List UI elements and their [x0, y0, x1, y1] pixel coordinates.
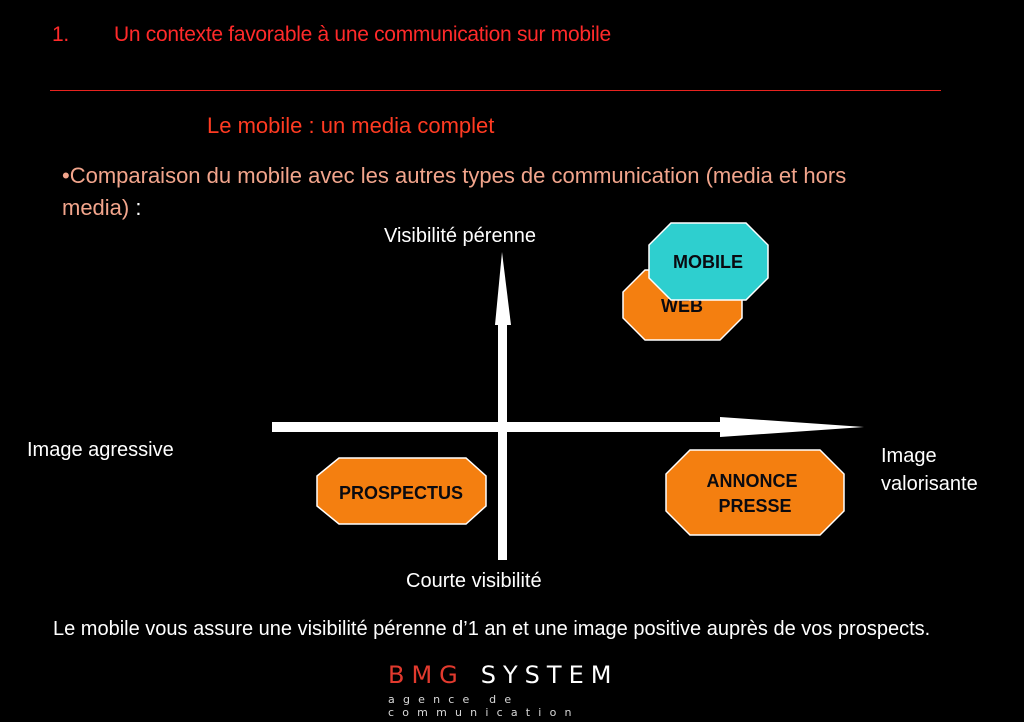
horizontal-axis-arrowhead [720, 417, 864, 437]
node-mobile-label: MOBILE [673, 252, 743, 272]
slide-subtitle: Le mobile : un media complet [207, 113, 495, 138]
axis-label-bottom: Courte visibilité [406, 570, 542, 592]
horizontal-axis-shaft [272, 422, 724, 432]
bullet-marker: • [62, 163, 70, 188]
node-mobile-shape [648, 222, 769, 301]
node-prospectus: PROSPECTUS [316, 457, 487, 525]
heading-number: 1. [52, 23, 69, 46]
node-prospectus-label: PROSPECTUS [339, 483, 463, 503]
node-prospectus-shape [316, 457, 487, 525]
node-web-label: WEB [661, 296, 703, 316]
node-annonce-shape [665, 449, 845, 536]
bmg-system-logo: BMG SYSTEM agence de communication [388, 662, 688, 719]
axis-label-left: Image agressive [27, 439, 174, 461]
vertical-axis-shaft [498, 322, 507, 560]
bullet-colon: : [129, 195, 142, 220]
title-divider [50, 90, 941, 91]
slide-title: Un contexte favorable à une communicatio… [114, 23, 611, 46]
node-annonce-presse: ANNONCE PRESSE [665, 449, 845, 536]
axis-label-top: Visibilité pérenne [384, 225, 536, 247]
axis-label-right: Image valorisante [881, 442, 978, 498]
footer-text: Le mobile vous assure une visibilité pér… [53, 618, 931, 640]
axis-label-right-line1: Image [881, 445, 937, 467]
node-annonce-label-line1: ANNONCE [706, 471, 797, 491]
bullet-paragraph: •Comparaison du mobile avec les autres t… [62, 160, 882, 224]
node-mobile: MOBILE [648, 222, 769, 301]
logo-tagline: agence de communication [388, 693, 580, 719]
logo-brand-red: BMG [388, 661, 465, 689]
logo-brand-white: SYSTEM [480, 661, 619, 689]
vertical-axis-arrowhead [495, 252, 511, 325]
axis-label-right-line2: valorisante [881, 473, 978, 495]
bullet-text: Comparaison du mobile avec les autres ty… [62, 163, 847, 220]
node-annonce-label-line2: PRESSE [718, 496, 791, 516]
